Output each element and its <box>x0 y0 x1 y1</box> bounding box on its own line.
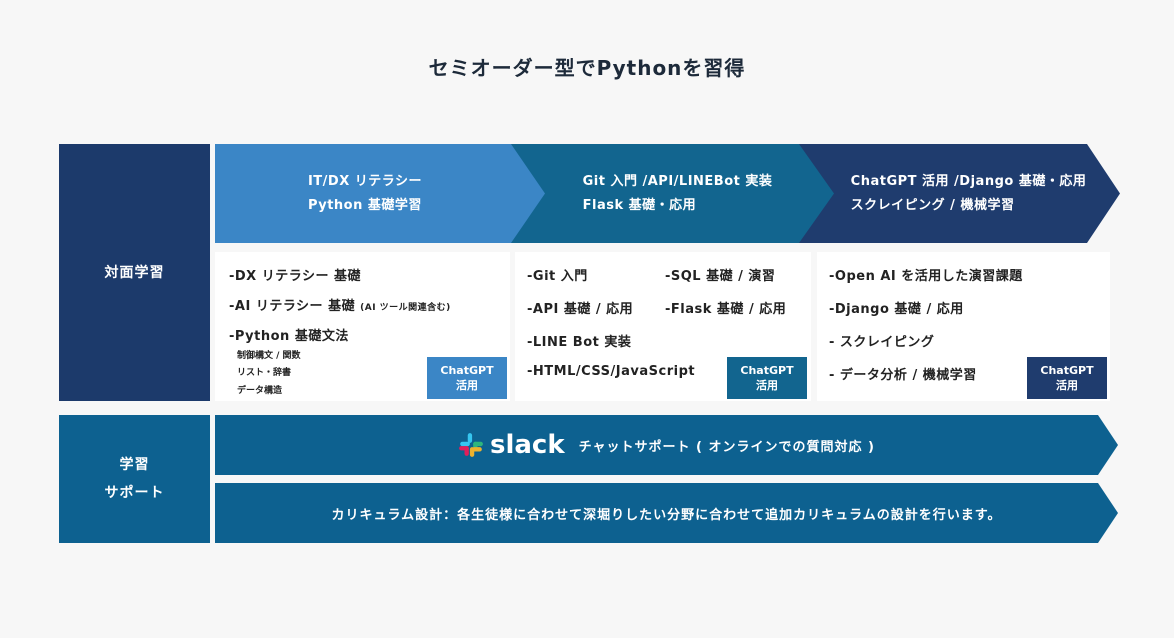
step-3-line1: ChatGPT 活用 /Django 基礎・応用 <box>850 173 1087 189</box>
step-1-line2: Python 基礎学習 <box>307 197 422 213</box>
step-3-line2: スクレイピング / 機械学習 <box>850 197 1015 213</box>
step-arrow-1: IT/DX リテラシー Python 基礎学習 <box>215 144 545 243</box>
list-item: -Flask 基礎 / 応用 <box>665 302 787 317</box>
list-item: -Python 基礎文法 <box>229 329 349 344</box>
list-item: -Git 入門 <box>527 269 588 284</box>
chatgpt-badge: ChatGPT 活用 <box>1027 357 1107 399</box>
chatgpt-badge: ChatGPT 活用 <box>427 357 507 399</box>
page-title: セミオーダー型でPythonを習得 <box>428 56 746 80</box>
list-item: -LINE Bot 実装 <box>527 335 632 350</box>
sub-item: リスト・辞書 <box>237 368 292 378</box>
slack-support-text: チャットサポート ( オンラインでの質問対応 ) <box>578 439 875 455</box>
curriculum-card-3: -Open AI を活用した演習課題 -Django 基礎 / 応用 - スクレ… <box>817 252 1110 401</box>
list-item: - データ分析 / 機械学習 <box>829 368 977 383</box>
step-arrow-2: Git 入門 /API/LINEBot 実装 Flask 基礎・応用 <box>509 144 834 243</box>
curriculum-design-text: カリキュラム設計：各生徒様に合わせて深堀りしたい分野に合わせて追加カリキュラムの… <box>331 507 1002 523</box>
chatgpt-badge-line2: 活用 <box>756 379 778 392</box>
slack-logo-icon <box>459 433 483 457</box>
curriculum-card-1: -DX リテラシー 基礎 -AI リテラシー 基礎 (AI ツール関連含む) -… <box>215 252 510 401</box>
list-item: - スクレイピング <box>829 335 935 350</box>
chatgpt-badge-line1: ChatGPT <box>740 364 794 377</box>
row-label-support-line2: サポート <box>104 485 165 501</box>
slack-wordmark: slack <box>490 430 565 460</box>
chatgpt-badge-line2: 活用 <box>456 379 478 392</box>
row-label-face-text: 対面学習 <box>104 264 165 281</box>
list-item-text: -AI リテラシー 基礎 <box>229 299 356 314</box>
curriculum-card-2: -Git 入門 -SQL 基礎 / 演習 -API 基礎 / 応用 -Flask… <box>515 252 811 401</box>
sub-item: データ構造 <box>237 386 283 396</box>
chatgpt-badge-line2: 活用 <box>1056 379 1078 392</box>
sub-item: 制御構文 / 関数 <box>237 351 301 361</box>
list-item: -HTML/CSS/JavaScript <box>527 364 696 379</box>
list-item: -Django 基礎 / 応用 <box>829 302 964 317</box>
row-label-face-to-face: 対面学習 <box>59 144 210 401</box>
list-item: -DX リテラシー 基礎 <box>229 269 362 284</box>
list-item: -Open AI を活用した演習課題 <box>829 269 1023 284</box>
curriculum-design-band: カリキュラム設計：各生徒様に合わせて深堀りしたい分野に合わせて追加カリキュラムの… <box>215 483 1118 543</box>
step-arrow-3: ChatGPT 活用 /Django 基礎・応用 スクレイピング / 機械学習 <box>797 144 1120 243</box>
list-item-note: (AI ツール関連含む) <box>360 303 451 313</box>
list-item: -SQL 基礎 / 演習 <box>665 269 776 284</box>
step-1-line1: IT/DX リテラシー <box>307 173 423 189</box>
row-label-support-line1: 学習 <box>119 457 150 473</box>
row-label-support: 学習 サポート <box>59 415 210 543</box>
chatgpt-badge-line1: ChatGPT <box>1040 364 1094 377</box>
list-item: -AI リテラシー 基礎 (AI ツール関連含む) <box>229 295 451 314</box>
chatgpt-badge-line1: ChatGPT <box>440 364 494 377</box>
step-2-line1: Git 入門 /API/LINEBot 実装 <box>582 173 773 189</box>
step-2-line2: Flask 基礎・応用 <box>582 197 697 213</box>
list-item: -API 基礎 / 応用 <box>527 302 634 317</box>
slack-support-band: slack チャットサポート ( オンラインでの質問対応 ) <box>215 415 1118 475</box>
chatgpt-badge: ChatGPT 活用 <box>727 357 807 399</box>
